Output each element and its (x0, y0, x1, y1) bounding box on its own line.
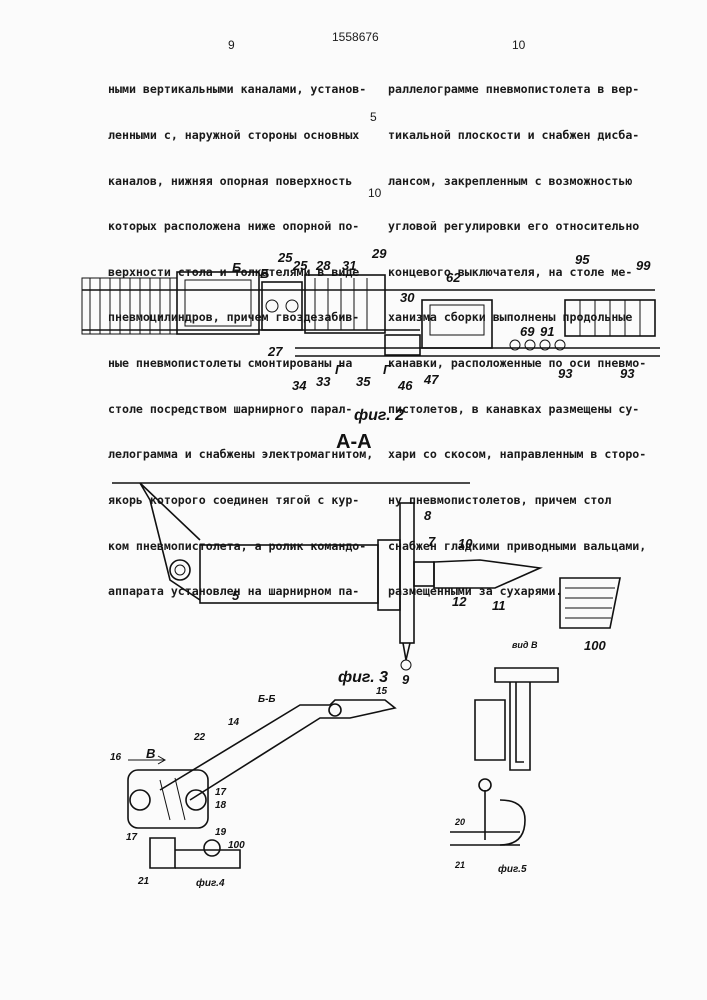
fig2-label: 25 (292, 258, 308, 273)
fig2-label: 62 (446, 270, 461, 285)
fig5-label: 20 (454, 817, 465, 827)
fig2-label: Г (335, 362, 344, 377)
fig3-label: 10 (458, 536, 473, 551)
fig2-label: 28 (315, 258, 331, 273)
fig3-label: 11 (492, 598, 506, 613)
fig4-label: 19 (215, 827, 227, 838)
fig2-label: Б (232, 260, 241, 275)
fig2-label: 33 (316, 374, 331, 389)
section-label-a-a: А-А (336, 431, 372, 453)
fig4-label: В (146, 746, 155, 761)
fig2-label: 93 (620, 366, 635, 381)
fig4-label: 14 (228, 717, 240, 728)
fig2-label: Г (383, 362, 392, 377)
figure-2: Б Б 25 25 28 31 29 30 62 95 99 27 34 33 … (82, 246, 660, 424)
fig2-label: 25 (277, 250, 293, 265)
fig3-caption: фиг. 3 (338, 669, 388, 686)
fig4-label: 21 (137, 876, 150, 887)
fig5-label: 21 (454, 860, 465, 870)
fig2-label: 91 (540, 324, 554, 339)
fig4-label: 100 (228, 840, 245, 851)
fig4-label: 18 (215, 800, 227, 811)
fig2-label: 29 (371, 246, 387, 261)
fig4-caption: фиг.4 (196, 877, 225, 889)
fig4-label: 17 (215, 787, 227, 798)
fig2-label: 31 (342, 258, 356, 273)
figure-4: Б-Б В 15 14 22 16 17 18 17 19 100 21 фиг… (110, 686, 395, 889)
fig2-label: 46 (397, 378, 413, 393)
fig3-label: 100 (584, 638, 606, 653)
fig3-label: 5 (232, 588, 240, 603)
fig2-label: 35 (356, 374, 371, 389)
fig2-label: Б (260, 266, 269, 281)
figure-5: вид В 20 21 фиг.5 (450, 640, 558, 875)
fig3-label: 7 (428, 534, 436, 549)
fig3-label: 8 (424, 508, 432, 523)
fig2-label: 93 (558, 366, 573, 381)
fig2-label: 95 (575, 252, 590, 267)
fig5-caption: фиг.5 (498, 863, 527, 875)
fig2-label: 99 (636, 258, 651, 273)
fig2-label: 69 (520, 324, 535, 339)
section-label-b-b: Б-Б (258, 694, 276, 705)
fig4-label: 17 (126, 832, 138, 843)
fig3-label: 12 (452, 594, 467, 609)
fig2-label: 34 (292, 378, 307, 393)
view-label-v: вид В (512, 640, 538, 650)
fig4-label: 22 (193, 732, 206, 743)
fig2-label: 30 (400, 290, 415, 305)
figure-3: А-А 8 7 10 5 11 12 9 100 фиг. 3 (112, 431, 620, 687)
fig4-label: 16 (110, 752, 122, 763)
fig2-caption: фиг. 2 (354, 407, 404, 424)
fig4-label: 15 (376, 686, 388, 697)
fig3-label: 9 (402, 672, 410, 687)
fig2-label: 47 (423, 372, 439, 387)
fig2-label: 27 (267, 344, 283, 359)
